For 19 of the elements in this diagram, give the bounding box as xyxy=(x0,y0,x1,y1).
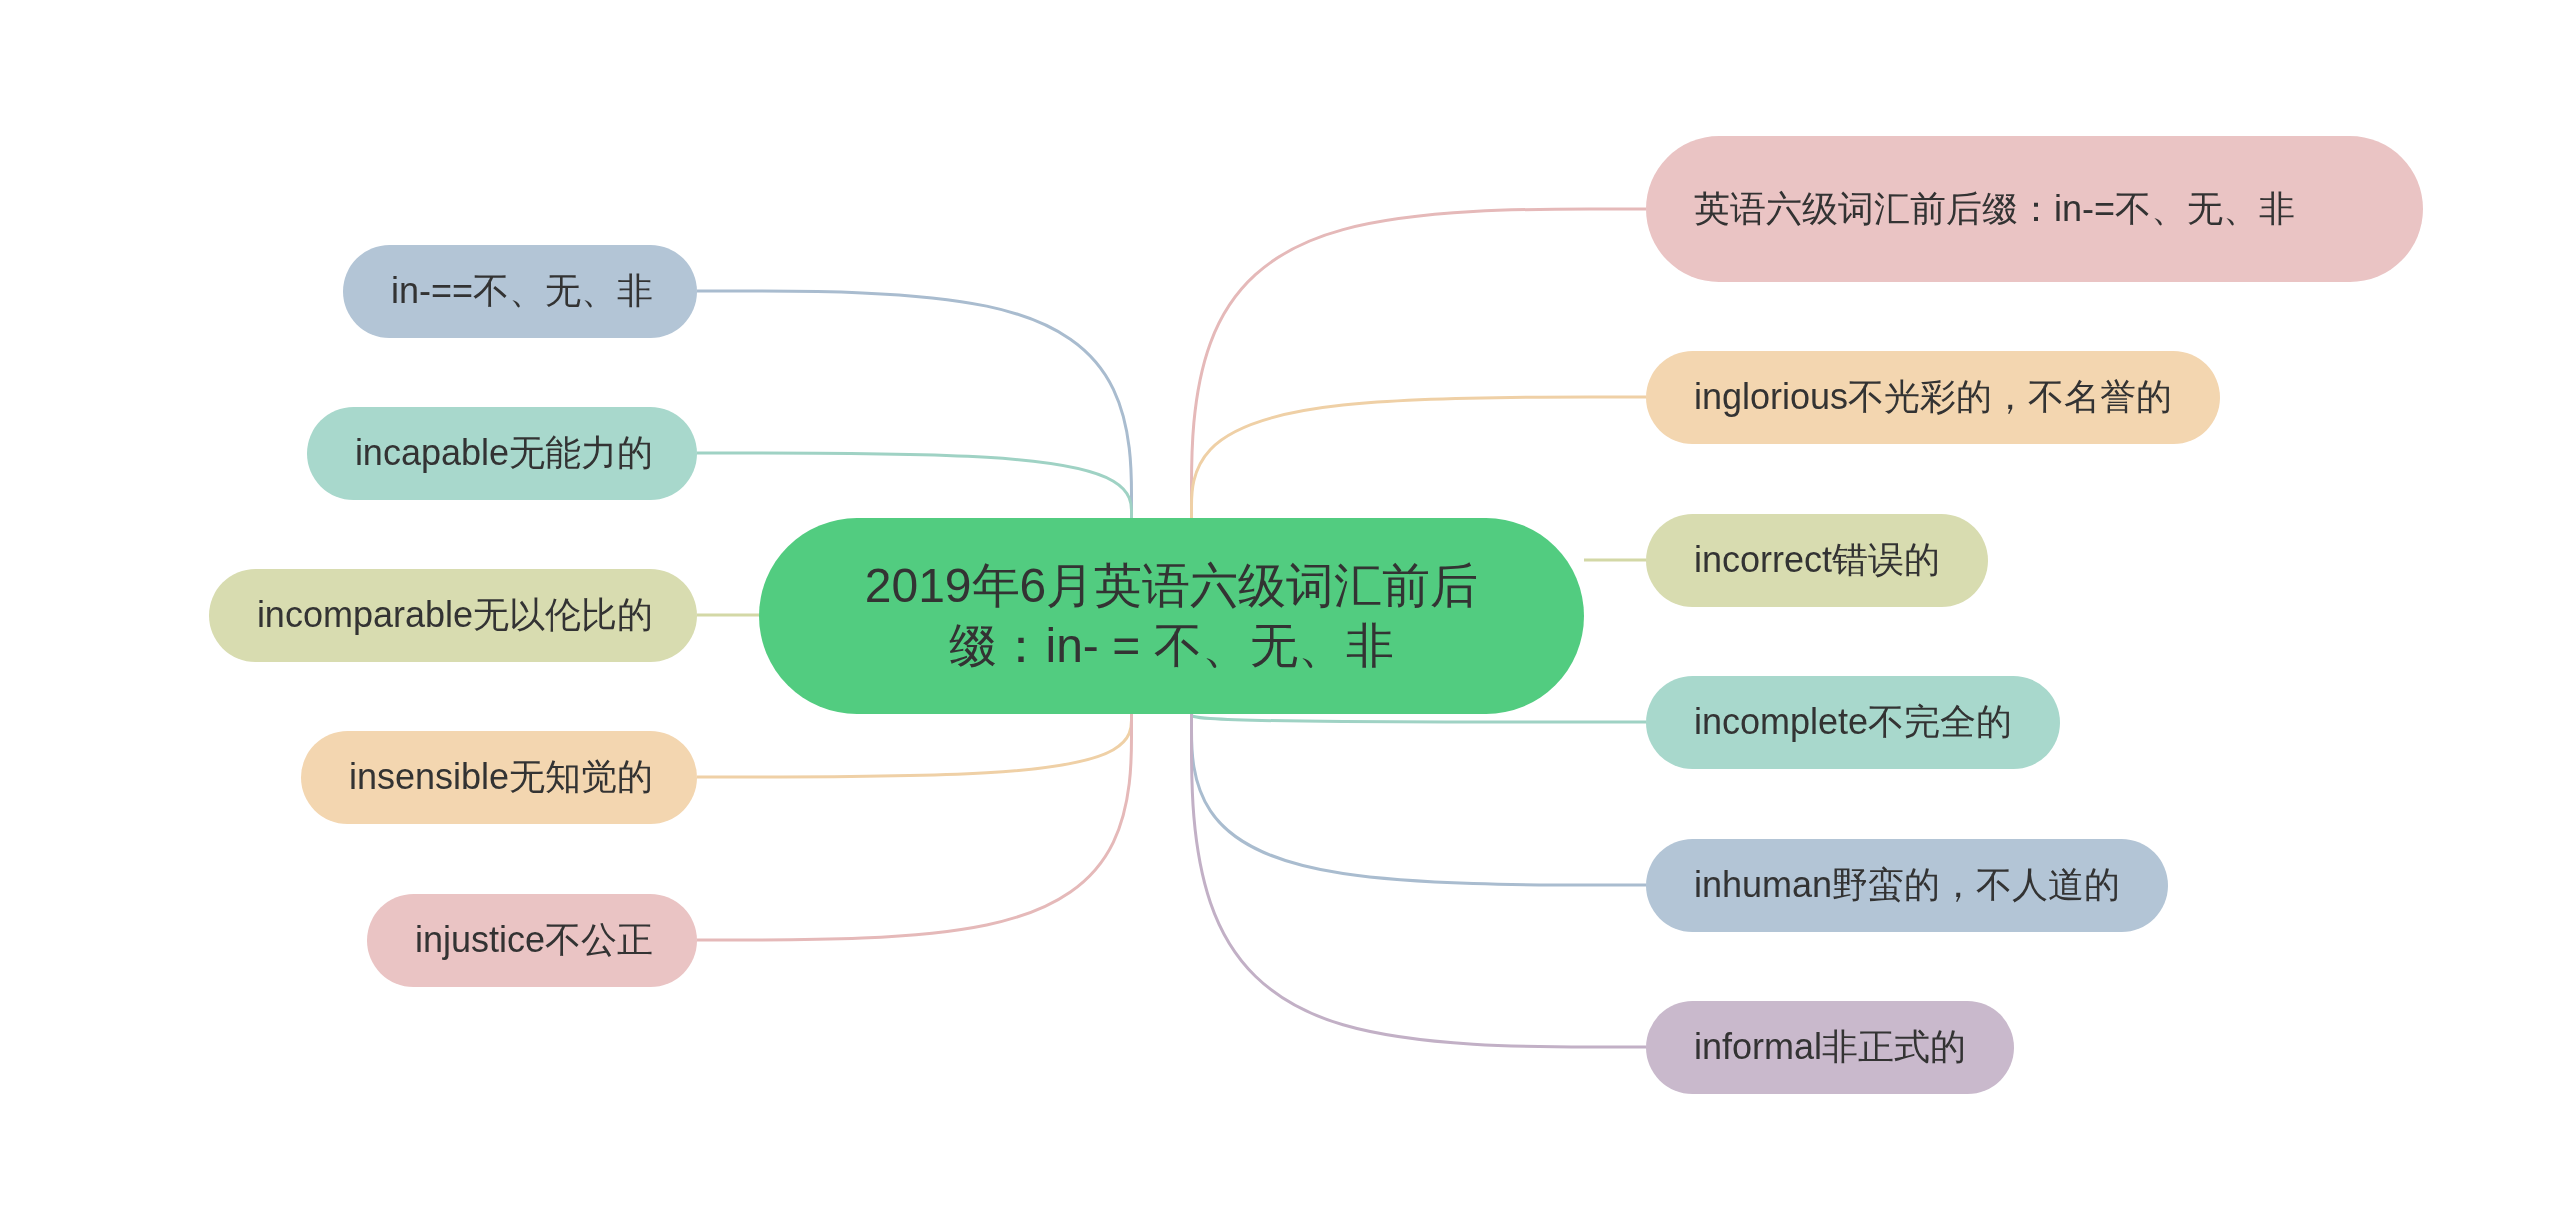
connector-line xyxy=(1190,395,1646,518)
connector-line xyxy=(697,714,1133,942)
connector-line xyxy=(1582,558,1646,562)
branch-topic-node: injustice不公正 xyxy=(366,893,697,987)
branch-topic-node: insensible无知觉的 xyxy=(300,730,697,824)
branch-topic-node: incorrect错误的 xyxy=(1646,513,1989,607)
connector-line xyxy=(1190,714,1646,1049)
connector-line xyxy=(697,613,761,617)
branch-topic-node: in-==不、无、非 xyxy=(342,244,697,338)
branch-topic-node: informal非正式的 xyxy=(1646,1000,2015,1094)
branch-topic-node: inglorious不光彩的，不名誉的 xyxy=(1646,350,2221,444)
connector-line xyxy=(697,451,1133,518)
central-topic-node: 2019年6月英语六级词汇前后缀：in- = 不、无、非 xyxy=(759,518,1584,714)
branch-topic-node: incomplete不完全的 xyxy=(1646,675,2061,769)
branch-topic-node: incapable无能力的 xyxy=(306,406,697,500)
connector-line xyxy=(1190,712,1646,724)
branch-topic-node: 英语六级词汇前后缀：in-=不、无、非 xyxy=(1646,136,2423,282)
branch-topic-node: incomparable无以伦比的 xyxy=(208,568,697,662)
branch-topic-node: inhuman野蛮的，不人道的 xyxy=(1646,838,2169,932)
